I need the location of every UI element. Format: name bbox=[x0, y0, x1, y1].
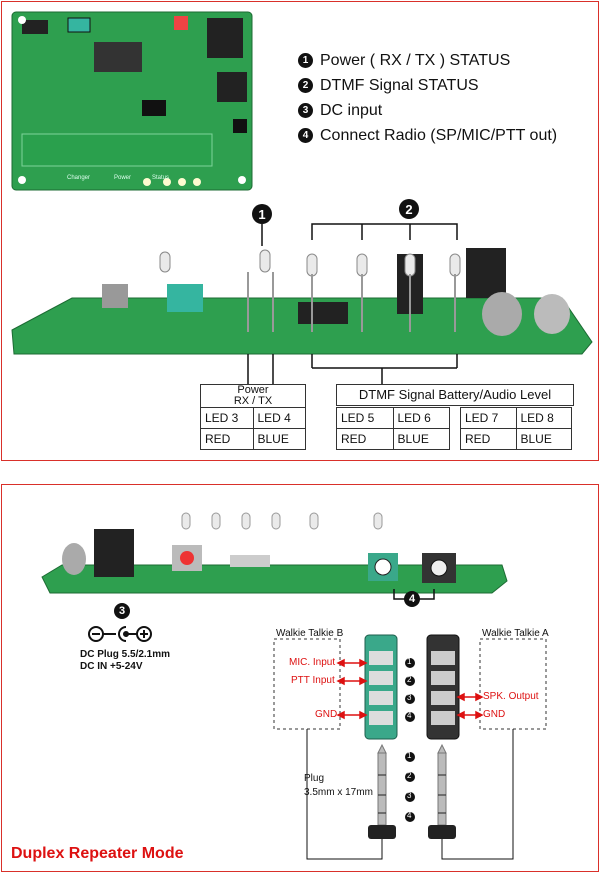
led-3-cell: LED 3 bbox=[200, 407, 254, 429]
led-4-cell: LED 4 bbox=[252, 407, 306, 429]
legend-text: DTMF Signal STATUS bbox=[320, 76, 479, 94]
legend-item-4: 4 Connect Radio (SP/MIC/PTT out) bbox=[298, 123, 557, 148]
dtmf-table-left: LED 5 LED 6 RED BLUE bbox=[336, 407, 450, 450]
legend: 1 Power ( RX / TX ) STATUS 2 DTMF Signal… bbox=[298, 48, 557, 148]
legend-item-1: 1 Power ( RX / TX ) STATUS bbox=[298, 48, 557, 73]
pin-3-label: 3 bbox=[407, 693, 412, 702]
pcb-diagram-top bbox=[11, 11, 593, 386]
silk-status: Status bbox=[152, 175, 170, 181]
top-panel: Changer Power Status 1 Power ( RX / TX )… bbox=[1, 1, 599, 461]
led-7-cell: LED 7 bbox=[460, 407, 517, 429]
jack-b-icon bbox=[364, 634, 398, 740]
walkie-a-title: Walkie Talkie A bbox=[482, 628, 549, 639]
plug-icon-right bbox=[428, 743, 456, 839]
walkie-a-gnd: GND bbox=[483, 709, 506, 720]
pin-1-label: 1 bbox=[407, 657, 412, 666]
power-header-line1: Power bbox=[237, 384, 269, 396]
power-header-line2: RX / TX bbox=[233, 395, 273, 407]
plug-pin-2-label: 2 bbox=[407, 771, 412, 780]
walkie-a-spk: SPK. Output bbox=[483, 691, 539, 702]
plug-size-label: 3.5mm x 17mm bbox=[304, 787, 373, 798]
led-6-cell: LED 6 bbox=[392, 407, 450, 429]
plug-icon-left bbox=[368, 743, 396, 839]
callout-marker-3: 3 bbox=[114, 603, 130, 619]
pcb-board-sideview bbox=[11, 297, 593, 355]
dc-input-text: DC IN +5-24V bbox=[80, 661, 143, 672]
dc-plug-text: DC Plug 5.5/2.1mm bbox=[80, 649, 171, 660]
led-8-cell: LED 8 bbox=[515, 407, 572, 429]
number-marker-icon: 1 bbox=[298, 53, 313, 68]
plug-pin-3-label: 3 bbox=[407, 791, 412, 800]
silk-power: Power bbox=[114, 175, 132, 181]
plug-pin-1-label: 1 bbox=[407, 751, 412, 760]
led-3-color: RED bbox=[200, 428, 254, 450]
walkie-b-mic: MIC. Input bbox=[289, 657, 336, 668]
legend-text: DC input bbox=[320, 101, 383, 119]
legend-item-2: 2 DTMF Signal STATUS bbox=[298, 73, 557, 98]
walkie-b-ptt: PTT Input bbox=[291, 675, 335, 686]
pin-2-label: 2 bbox=[407, 675, 412, 684]
bottom-panel: 1 2 3 4 1 2 3 4 3 4 DC Plug 5.5/2.1mm DC… bbox=[1, 484, 599, 872]
jack-a-icon bbox=[426, 634, 460, 740]
led-8-color: BLUE bbox=[515, 428, 572, 450]
number-marker-icon: 3 bbox=[298, 103, 313, 118]
led-6-color: BLUE bbox=[392, 428, 450, 450]
wiring-diagram bbox=[41, 512, 547, 860]
callout-marker-4: 4 bbox=[404, 591, 420, 607]
led-5-cell: LED 5 bbox=[336, 407, 394, 429]
legend-text: Power ( RX / TX ) STATUS bbox=[320, 51, 511, 69]
legend-item-3: 3 DC input bbox=[298, 98, 557, 123]
dc-polarity-icon bbox=[88, 626, 152, 642]
callout-marker-1: 1 bbox=[252, 204, 272, 224]
number-marker-icon: 2 bbox=[298, 78, 313, 93]
mode-title: Duplex Repeater Mode bbox=[11, 845, 184, 862]
led-5-color: RED bbox=[336, 428, 394, 450]
walkie-b-gnd: GND bbox=[315, 709, 338, 720]
legend-text: Connect Radio (SP/MIC/PTT out) bbox=[320, 126, 558, 144]
led-4-color: BLUE bbox=[252, 428, 306, 450]
power-table-header: Power RX / TX bbox=[200, 384, 306, 408]
dtmf-table-right: LED 7 LED 8 RED BLUE bbox=[460, 407, 572, 450]
dtmf-table-header: DTMF Signal Battery/Audio Level bbox=[336, 384, 574, 406]
led-7-color: RED bbox=[460, 428, 517, 450]
callout-marker-2: 2 bbox=[399, 199, 419, 219]
silk-changer: Changer bbox=[67, 175, 91, 181]
walkie-b-title: Walkie Talkie B bbox=[276, 628, 344, 639]
number-marker-icon: 4 bbox=[298, 128, 313, 143]
power-led-table: Power RX / TX LED 3 LED 4 RED BLUE bbox=[200, 384, 306, 450]
plug-label: Plug bbox=[304, 773, 325, 784]
plug-pin-4-label: 4 bbox=[407, 811, 412, 820]
pin-4-label: 4 bbox=[407, 711, 412, 720]
